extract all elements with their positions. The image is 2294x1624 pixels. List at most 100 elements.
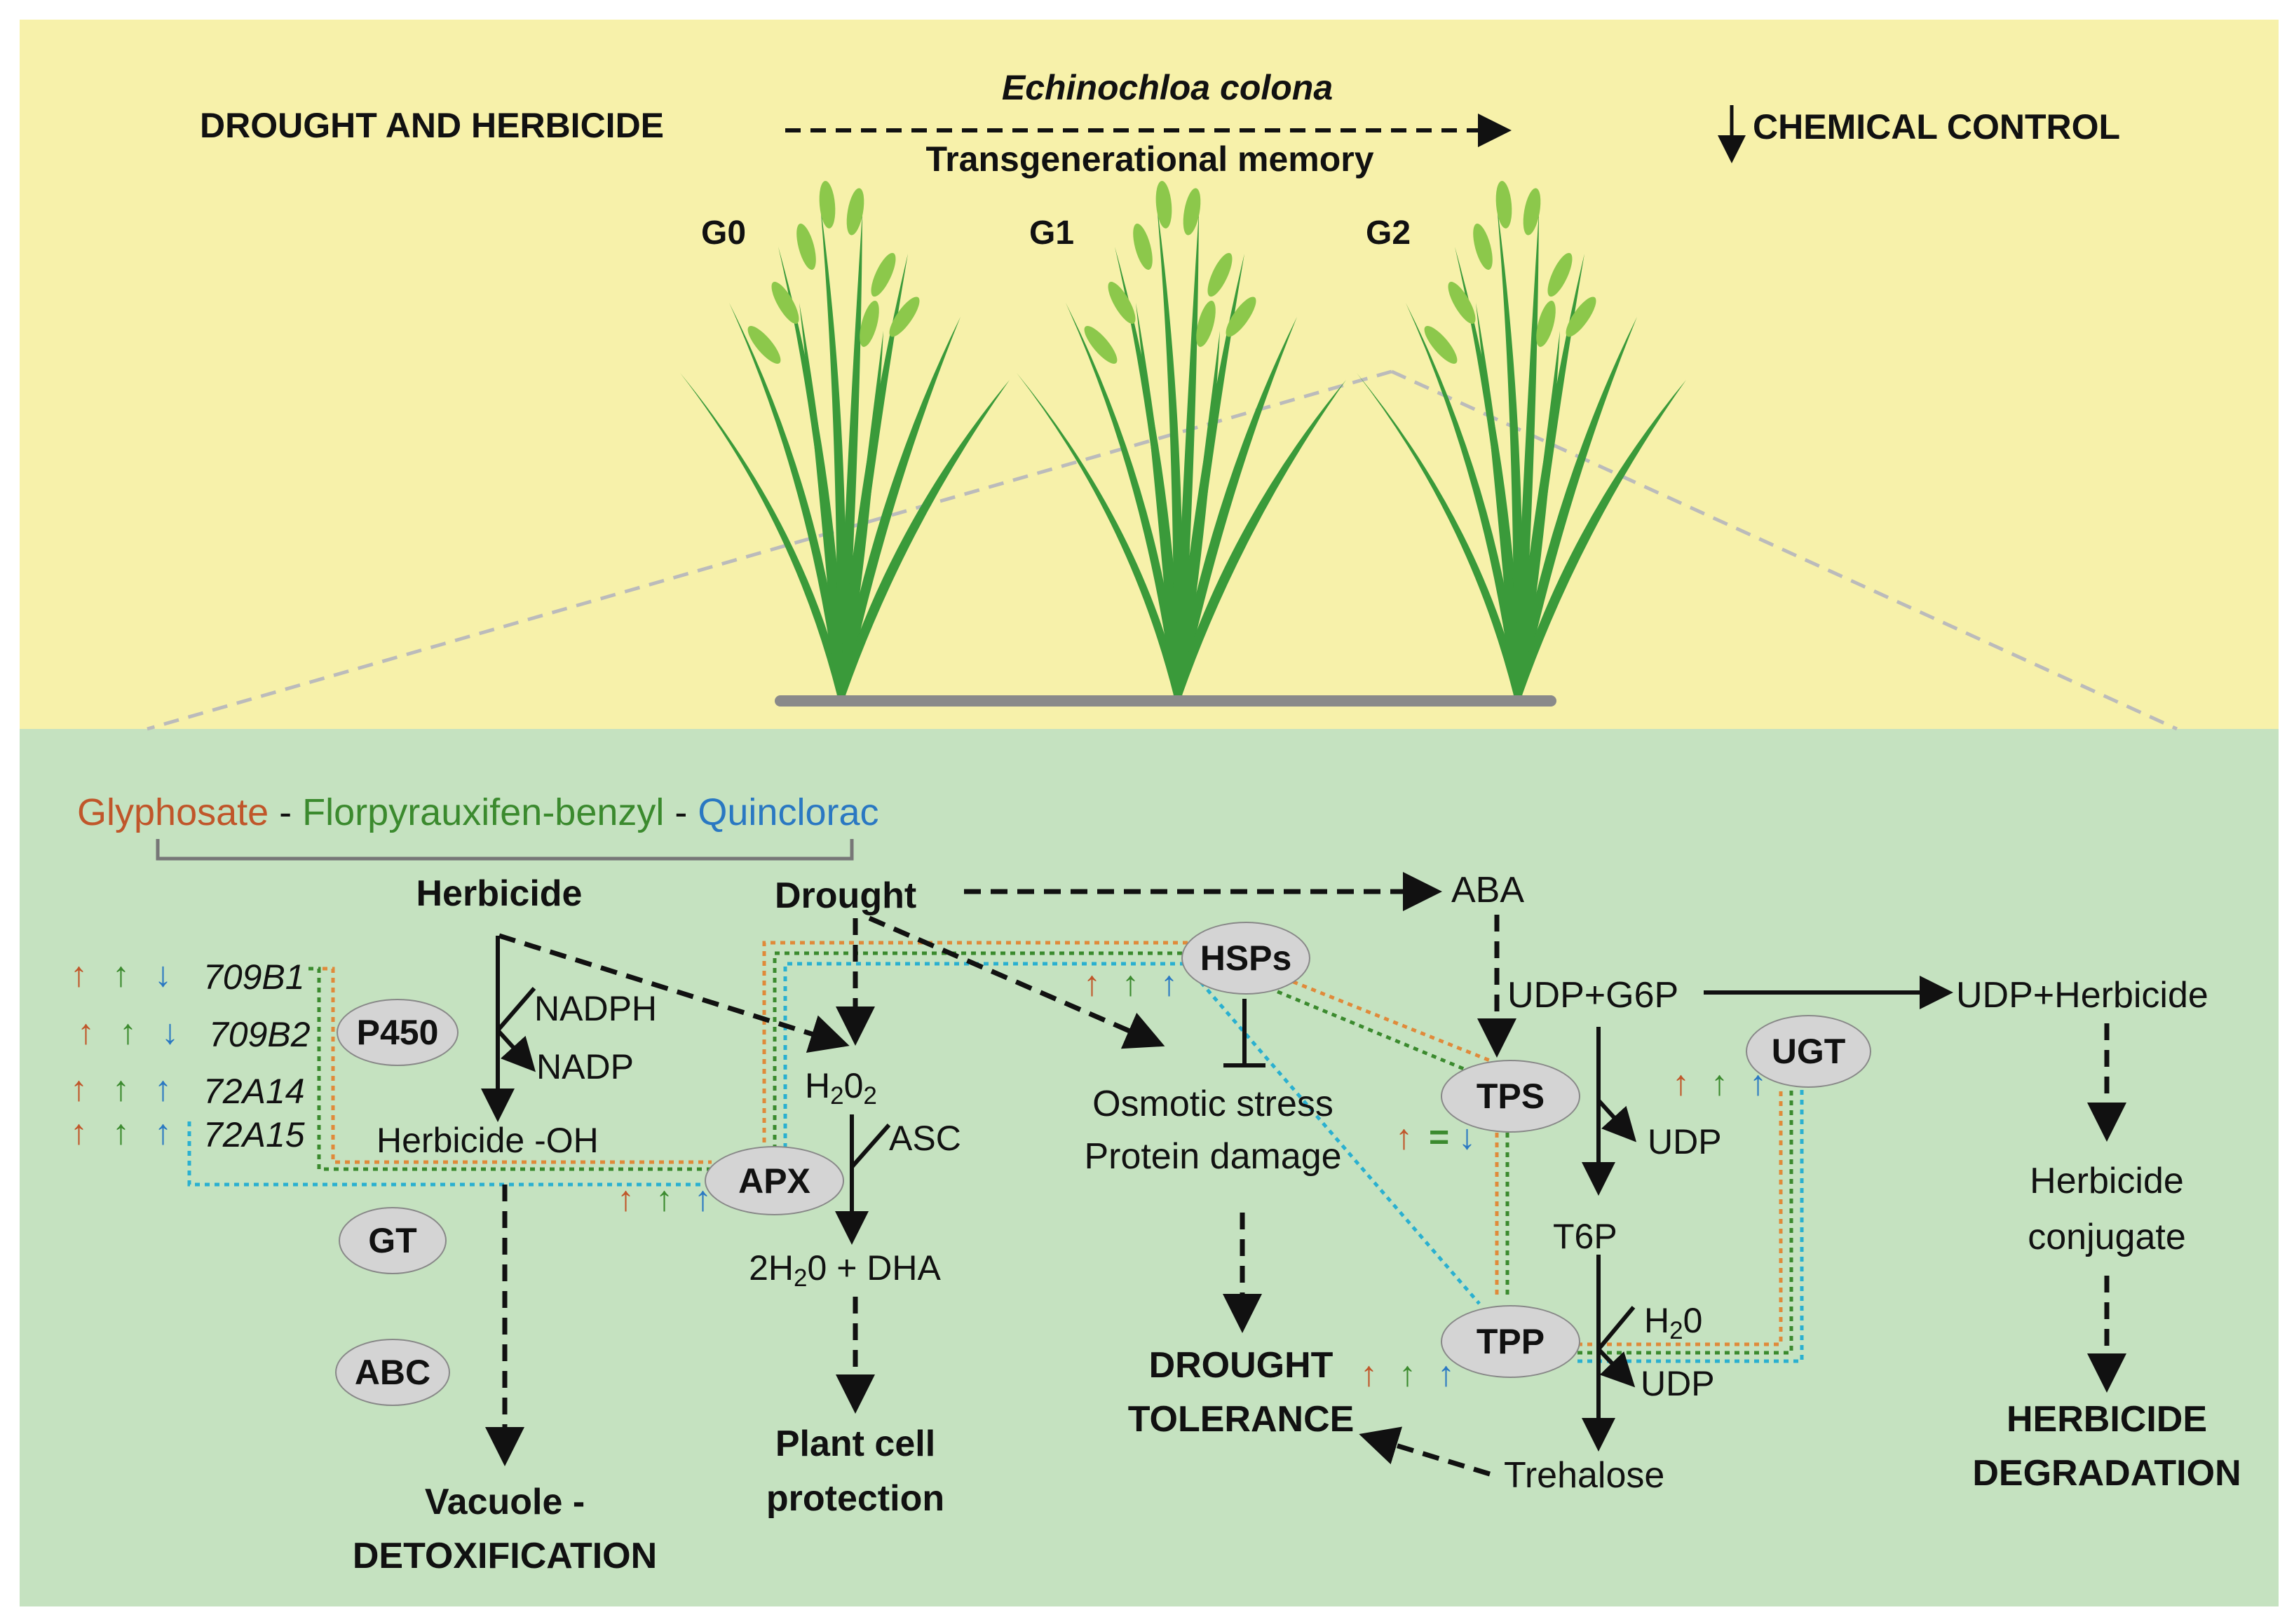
panicle [1133,224,1153,270]
grass-blade [1157,205,1183,695]
panicle [1084,326,1118,364]
up-arrow-icon: ↑ [1083,964,1101,1003]
vacuole-label: Vacuole - [424,1482,585,1522]
panicle [846,188,864,236]
h2o-h: H [1644,1301,1670,1340]
up-arrow-icon: ↑ [656,1179,673,1218]
grass-plant-icon [1357,181,1686,695]
plants [680,181,1686,695]
grass-blade [1174,380,1346,695]
aba-label: ABA [1451,870,1525,910]
down-arrow-icon: ↓ [161,1012,179,1051]
up-arrow-icon: ↑ [1399,1354,1416,1393]
grass-blade [1017,373,1182,695]
panicle [1523,188,1541,236]
udp-g6p-label: UDP+G6P [1507,975,1679,1016]
up-arrow-icon: ↑ [1122,964,1139,1003]
tolerance-label: TOLERANCE [1127,1399,1355,1440]
h2o2-o: 0 [843,1066,864,1105]
hsps-protein: HSPs [1181,922,1310,995]
apx-enzyme: APX [705,1146,844,1215]
ugt-enzyme: UGT [1746,1015,1871,1088]
drought-node: Drought [775,875,917,916]
pathway-arrows [481,872,2126,1477]
legend-quinclorac: Quinclorac [698,791,879,833]
up-arrow-icon: ↑ [70,955,88,994]
grass-blade [1514,380,1686,695]
tpp-enzyme: TPP [1441,1305,1580,1378]
grass-blade [1136,303,1182,695]
up-arrow-icon: ↑ [1360,1354,1378,1393]
ground-bar [775,695,1556,707]
udp-label-1: UDP [1648,1122,1722,1161]
products-sub: 2 [794,1264,808,1292]
up-arrow-icon: ↑ [112,1069,130,1108]
legend-separator: - [664,791,698,833]
panicle [1183,188,1201,236]
h2o2-label: H202 [805,1065,877,1110]
panicle [796,224,816,270]
panicle [871,252,896,297]
pathway-lines [187,941,1804,1363]
down-arrow-icon: ↓ [1458,1117,1476,1156]
h2o-o: 0 [1683,1301,1703,1340]
grass-plant-icon [680,181,1010,695]
herbicide-node: Herbicide [416,873,583,914]
panicle [819,181,836,228]
abc-enzyme: ABC [335,1339,450,1406]
drought-tolerance-label: DROUGHT [1148,1345,1333,1386]
generation-label-g0: G0 [701,214,747,252]
drought-herbicide-title: DROUGHT AND HERBICIDE [200,106,665,145]
panicle [1424,326,1458,364]
panicle [1566,296,1596,337]
grass-blade [1497,205,1523,695]
asc-label: ASC [889,1119,961,1158]
grass-blade [1174,331,1220,695]
udp-herbicide-label: UDP+Herbicide [1956,975,2208,1016]
legend-glyphosate: Glyphosate [77,791,269,833]
osmotic-stress-label: Osmotic stress [1092,1084,1333,1124]
zoom-line-left [147,369,1392,731]
memory-label: Transgenerational memory [925,139,1374,179]
gt-enzyme: GT [339,1207,447,1274]
products-2h: 2H [749,1248,794,1288]
up-arrow-icon: ↑ [70,1112,88,1152]
herbicide-legend: Glyphosate - Florpyrauxifen-benzyl - Qui… [77,791,879,834]
tps-enzyme: TPS [1441,1060,1580,1133]
panicle [1547,252,1573,297]
grass-blade [837,380,1010,695]
down-arrow-icon: ↓ [154,955,172,994]
zoom-line-right [1390,369,2178,731]
panicle [1108,282,1136,324]
generation-label-g2: G2 [1366,214,1411,252]
detoxification-label: DETOXIFICATION [352,1536,658,1576]
plant-cell-label: Plant cell [775,1424,936,1464]
panicle [1155,181,1172,228]
grass-plant-icon [1017,181,1346,695]
panicle [889,296,920,337]
protection-label: protection [766,1478,945,1519]
up-arrow-icon: ↑ [112,955,130,994]
up-arrow-icon: ↑ [77,1012,95,1051]
up-arrow-icon: ↑ [70,1069,88,1108]
trehalose-label: Trehalose [1504,1455,1665,1496]
panicle [1226,296,1256,337]
legend-separator: - [269,791,303,833]
panicle [1495,181,1512,228]
equal-sign: = [1429,1117,1450,1156]
nadp-label: NADP [536,1047,634,1086]
legend-florpyrauxifen: Florpyrauxifen-benzyl [302,791,665,833]
h2o2-sub1: 2 [830,1081,844,1110]
panicle [771,282,799,324]
up-arrow-icon: ↑ [1749,1063,1767,1103]
up-arrow-icon: ↑ [1437,1354,1455,1393]
udp-label-2: UDP [1641,1364,1715,1403]
up-arrow-icon: ↑ [1160,964,1178,1003]
up-arrow-icon: ↑ [112,1112,130,1152]
panicle [747,326,781,364]
grass-blade [680,373,846,695]
gene-name: 72A14 [203,1072,305,1111]
panicle [1448,282,1476,324]
